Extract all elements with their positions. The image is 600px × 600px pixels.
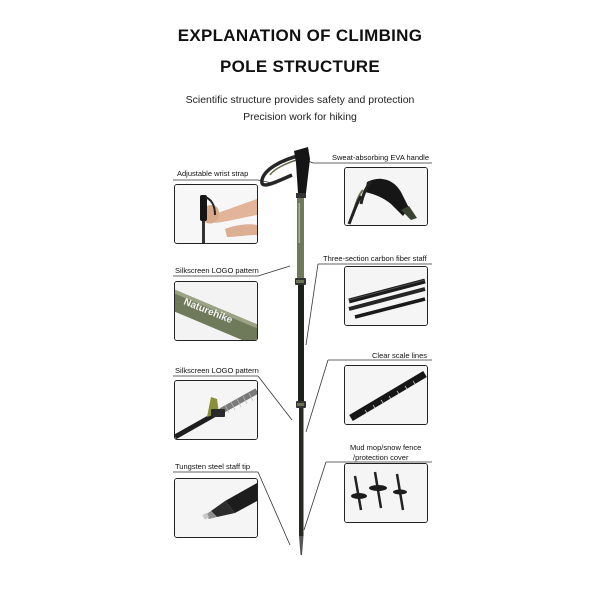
scale-lines-image [345, 366, 427, 424]
flick-lock-image [175, 381, 257, 439]
detail-box-wrist-strap [174, 184, 258, 244]
label-scale-lines: Clear scale lines [372, 351, 428, 360]
logo-pole-closeup-image: Naturehike [175, 282, 257, 340]
label-logo-pattern-1: Silkscreen LOGO pattern [175, 266, 259, 275]
detail-box-logo-pattern-2 [174, 380, 258, 440]
tungsten-tip-image [175, 479, 257, 537]
label-eva-handle: Sweat-absorbing EVA handle [332, 153, 430, 162]
label-logo-pattern-2: Silkscreen LOGO pattern [175, 366, 259, 375]
detail-box-eva-handle [344, 167, 428, 226]
label-mud-mop-line2: /protection cover [353, 453, 409, 462]
detail-box-scale-lines [344, 365, 428, 425]
detail-box-tip [174, 478, 258, 538]
page-title-line1: EXPLANATION OF CLIMBING [177, 26, 423, 45]
mud-mop-accessories-image [345, 464, 427, 522]
carbon-sections-image [345, 267, 427, 325]
label-wrist-strap: Adjustable wrist strap [177, 169, 249, 178]
detail-box-logo-pattern-1: Naturehike [174, 281, 258, 341]
subtitle-line2: Precision work for hiking [243, 111, 357, 123]
trekking-pole-illustration [260, 147, 310, 555]
eva-handle-image [345, 168, 427, 225]
subtitle-line1: Scientific structure provides safety and… [185, 94, 415, 106]
detail-box-mud-mop [344, 463, 428, 523]
hand-holding-grip-image [175, 185, 257, 243]
label-carbon-staff: Three-section carbon fiber staff [323, 254, 427, 263]
label-tip: Tungsten steel staff tip [175, 462, 251, 471]
label-mud-mop-line1: Mud mop/snow fence [350, 443, 422, 452]
detail-box-carbon-staff [344, 266, 428, 326]
page-title-line2: POLE STRUCTURE [219, 57, 381, 76]
